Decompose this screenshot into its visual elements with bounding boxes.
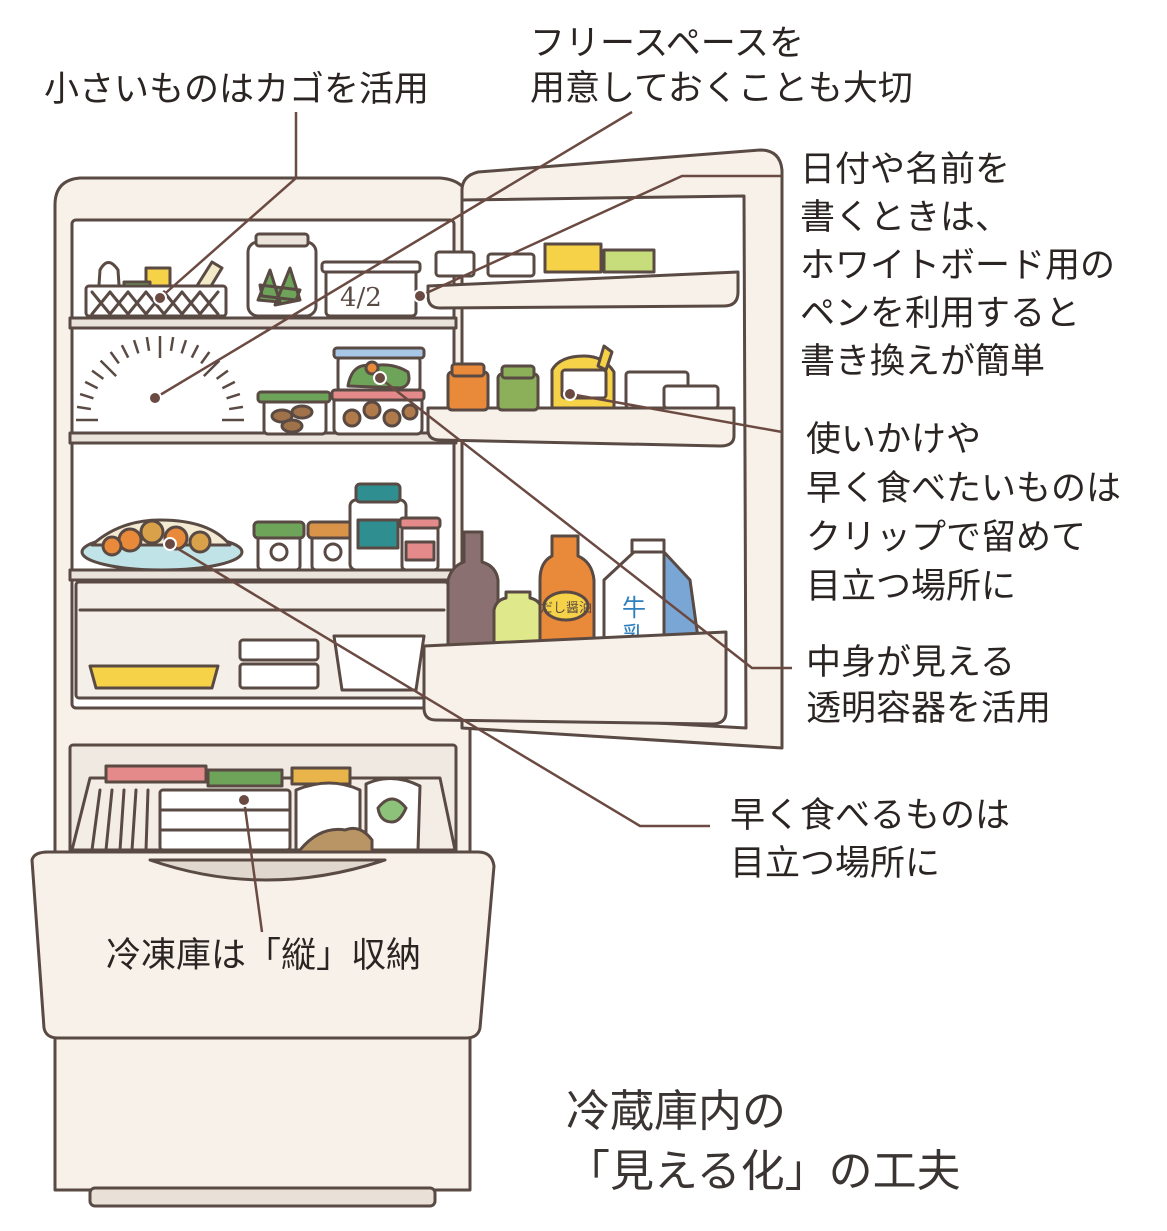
gauge-tick	[200, 351, 211, 365]
label-marker: 日付や名前を 書くときは、 ホワイトボード用の ペンを利用すると 書き換えが簡単	[800, 150, 1116, 382]
gauge-tick	[215, 369, 229, 380]
crisper-items	[88, 634, 426, 692]
gauge-tick	[145, 336, 151, 352]
jar-green	[252, 520, 306, 572]
gauge-tick	[180, 339, 188, 354]
free-space-gauge	[76, 336, 244, 422]
date-container: 4/2	[320, 260, 422, 318]
label-eat-soon: 早く食べるものは 目立つ場所に	[730, 796, 1011, 884]
date-label: 4/2	[340, 283, 382, 313]
gauge-tick	[79, 392, 94, 400]
gauge-tick	[202, 359, 221, 378]
gauge-tick	[132, 339, 140, 354]
gauge-tick	[76, 405, 92, 411]
clear-container	[330, 346, 426, 436]
label-clip: 使いかけや 早く食べたいものは クリップで留めて 目立つ場所に	[806, 420, 1122, 607]
leader-lines	[148, 110, 792, 933]
gauge-tick	[226, 392, 241, 400]
label-transparent: 中身が見える 透明容器を活用	[806, 643, 1052, 729]
gauge-tick	[109, 351, 120, 365]
gauge-tick	[221, 380, 236, 390]
label-basket: 小さいものはカゴを活用	[44, 70, 430, 110]
gauge-tick	[169, 336, 175, 352]
label-freezer: 冷凍庫は「縦」収納	[106, 936, 422, 976]
jar-teal	[348, 482, 408, 572]
gauge-tick	[91, 369, 105, 380]
gauge-tick	[84, 380, 99, 390]
nut-container	[256, 390, 332, 436]
page-title: 冷蔵庫内の 「見える化」の工夫	[566, 1086, 961, 1197]
freezer-drawer	[30, 764, 496, 1040]
label-free-space: フリースペースを 用意しておくことも大切	[530, 24, 913, 109]
gauge-tick	[99, 359, 118, 378]
jar-orange	[306, 520, 360, 572]
pickle-jar	[246, 232, 318, 318]
soy-label: だし醤油	[540, 601, 592, 616]
jar-red	[398, 516, 442, 572]
milk-label-top: 牛	[622, 594, 646, 622]
gauge-tick	[120, 344, 130, 359]
fridge-door: だし醤油 牛 乳	[422, 148, 784, 750]
gauge-tick	[228, 405, 244, 411]
gauge-tick	[190, 344, 200, 359]
